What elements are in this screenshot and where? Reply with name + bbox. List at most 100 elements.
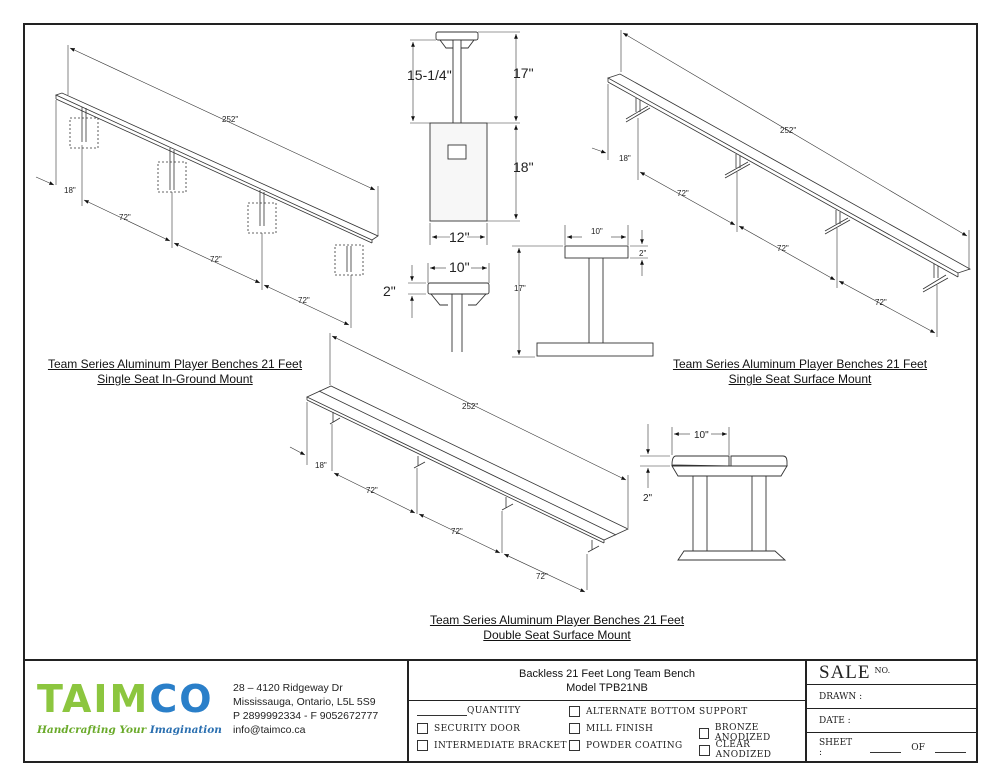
logo-word-green: TAIM	[37, 677, 150, 721]
in-ground-bench-view	[35, 45, 379, 328]
drawn-label: DRAWN :	[819, 691, 863, 702]
quantity-label: QUANTITY	[467, 706, 521, 716]
option-label: SECURITY DOOR	[434, 723, 521, 734]
dim-seat-width-label: 10"	[694, 430, 709, 441]
sheet-row[interactable]: SHEET : OF	[807, 733, 976, 763]
caption-line: Single Seat Surface Mount	[728, 372, 872, 386]
dim-seat-thickness-label: 2"	[383, 283, 396, 299]
checkbox[interactable]	[569, 723, 580, 734]
surface-mount-bench-view	[591, 30, 971, 337]
dim-spacing-label: 72"	[451, 527, 463, 536]
dim-spacing-label: 72"	[777, 244, 789, 253]
option-label: ALTERNATE BOTTOM SUPPORT	[586, 706, 748, 717]
option-mill-finish[interactable]: MILL FINISH	[569, 723, 653, 734]
caption-line: Team Series Aluminum Player Benches 21 F…	[672, 357, 928, 371]
dim-seat-thickness-label: 2"	[643, 493, 653, 504]
option-intermediate-bracket[interactable]: INTERMEDIATE BRACKET	[417, 740, 567, 751]
of-label: OF	[911, 743, 925, 753]
product-title: Backless 21 Feet Long Team Bench	[519, 668, 695, 680]
dim-seat-height-label: 17"	[514, 284, 526, 293]
company-tagline: Handcrafting Your Imagination	[37, 724, 222, 736]
caption-line: Team Series Aluminum Player Benches 21 F…	[429, 613, 685, 627]
company-info: TAIMCO Handcrafting Your Imagination 28 …	[23, 661, 409, 763]
option-powder-coating[interactable]: POWDER COATING	[569, 740, 683, 751]
dim-spacing-label: 72"	[119, 213, 131, 222]
double-seat-caption: Team Series Aluminum Player Benches 21 F…	[412, 613, 702, 643]
drawing-border	[23, 23, 978, 763]
product-model: Model TPB21NB	[566, 682, 648, 694]
logo-word-blue: CO	[149, 677, 214, 721]
sheet-total-blank[interactable]	[934, 744, 966, 753]
in-ground-caption: Team Series Aluminum Player Benches 21 F…	[30, 357, 320, 387]
option-bronze-anodized[interactable]: BRONZE ANODIZED	[699, 723, 805, 743]
double-seat-legs	[329, 412, 600, 553]
dim-spacing-label: 72"	[875, 298, 887, 307]
dim-spacing-label: 72"	[298, 296, 310, 305]
option-label: CLEAR ANODIZED	[715, 740, 772, 760]
product-title-block: Backless 21 Feet Long Team Bench Model T…	[409, 661, 805, 701]
sheet-label: SHEET :	[819, 738, 853, 758]
option-clear-anodized[interactable]: CLEAR ANODIZED	[699, 740, 805, 760]
dim-height-label: 18"	[64, 186, 76, 195]
option-label: POWDER COATING	[586, 740, 683, 751]
dim-spacing-label: 72"	[536, 572, 548, 581]
in-ground-section-view	[410, 31, 520, 245]
title-block: TAIMCO Handcrafting Your Imagination 28 …	[23, 659, 978, 763]
drawn-row[interactable]: DRAWN :	[807, 685, 976, 709]
surface-section-view	[512, 225, 654, 358]
dim-spacing-label: 72"	[677, 189, 689, 198]
company-logo: TAIMCO	[37, 679, 214, 719]
dim-seat-width-label: 10"	[591, 227, 603, 236]
product-info: Backless 21 Feet Long Team Bench Model T…	[409, 661, 807, 763]
dim-length-label: 252"	[462, 402, 478, 411]
checkbox[interactable]	[417, 723, 428, 734]
caption-line: Team Series Aluminum Player Benches 21 F…	[47, 357, 303, 371]
checkbox[interactable]	[569, 706, 580, 717]
sale-no-label: NO.	[874, 666, 891, 675]
date-row[interactable]: DATE :	[807, 709, 976, 733]
quantity-blank[interactable]	[417, 706, 467, 716]
email-link[interactable]: info@taimco.ca	[233, 724, 306, 736]
dim-spacing-label: 72"	[366, 486, 378, 495]
dim-seat-width-label: 10"	[449, 259, 470, 275]
dim-spacing-label: 72"	[210, 255, 222, 264]
option-label: INTERMEDIATE BRACKET	[434, 740, 567, 751]
bench-seat	[607, 73, 971, 274]
dim-height-label: 18"	[315, 461, 327, 470]
option-label: MILL FINISH	[586, 723, 654, 734]
option-alternate-bottom-support[interactable]: ALTERNATE BOTTOM SUPPORT	[569, 706, 748, 717]
caption-line: Double Seat Surface Mount	[483, 628, 631, 642]
phone-fax: P 2899992334 - F 9052672777	[233, 710, 379, 722]
double-section-view	[640, 424, 788, 561]
checkbox[interactable]	[699, 744, 710, 756]
dim-leg-exposed-label: 15-1/4"	[407, 67, 452, 83]
dim-length-label: 252"	[222, 115, 238, 124]
tagline-green: Handcrafting Your	[37, 724, 150, 736]
checkbox[interactable]	[569, 740, 580, 751]
checkbox[interactable]	[417, 740, 428, 751]
dim-above-ground-label: 17"	[513, 65, 534, 81]
option-label: BRONZE ANODIZED	[714, 723, 771, 743]
bench-seat	[54, 92, 379, 241]
address-line: 28 – 4120 Ridgeway Dr	[233, 682, 343, 694]
quantity-field[interactable]: QUANTITY	[417, 706, 521, 716]
in-ground-legs	[69, 107, 364, 276]
option-security-door[interactable]: SECURITY DOOR	[417, 723, 520, 734]
date-label: DATE :	[819, 715, 851, 726]
dim-seat-thickness-label: 2"	[639, 249, 646, 258]
sale-label: SALE	[819, 661, 871, 683]
double-seat-bench-view	[289, 333, 629, 593]
tagline-blue: Imagination	[149, 724, 222, 736]
dim-length-label: 252"	[780, 126, 796, 135]
company-address: 28 – 4120 Ridgeway Dr Mississauga, Ontar…	[233, 681, 378, 737]
caption-line: Single Seat In-Ground Mount	[97, 372, 253, 386]
dim-footing-depth-label: 18"	[513, 159, 534, 175]
surface-mount-caption: Team Series Aluminum Player Benches 21 F…	[655, 357, 945, 387]
seat-detail-view	[408, 263, 490, 352]
dim-footing-width-label: 12"	[449, 229, 470, 245]
checkbox[interactable]	[699, 727, 709, 739]
sheet-number-blank[interactable]	[870, 744, 902, 753]
